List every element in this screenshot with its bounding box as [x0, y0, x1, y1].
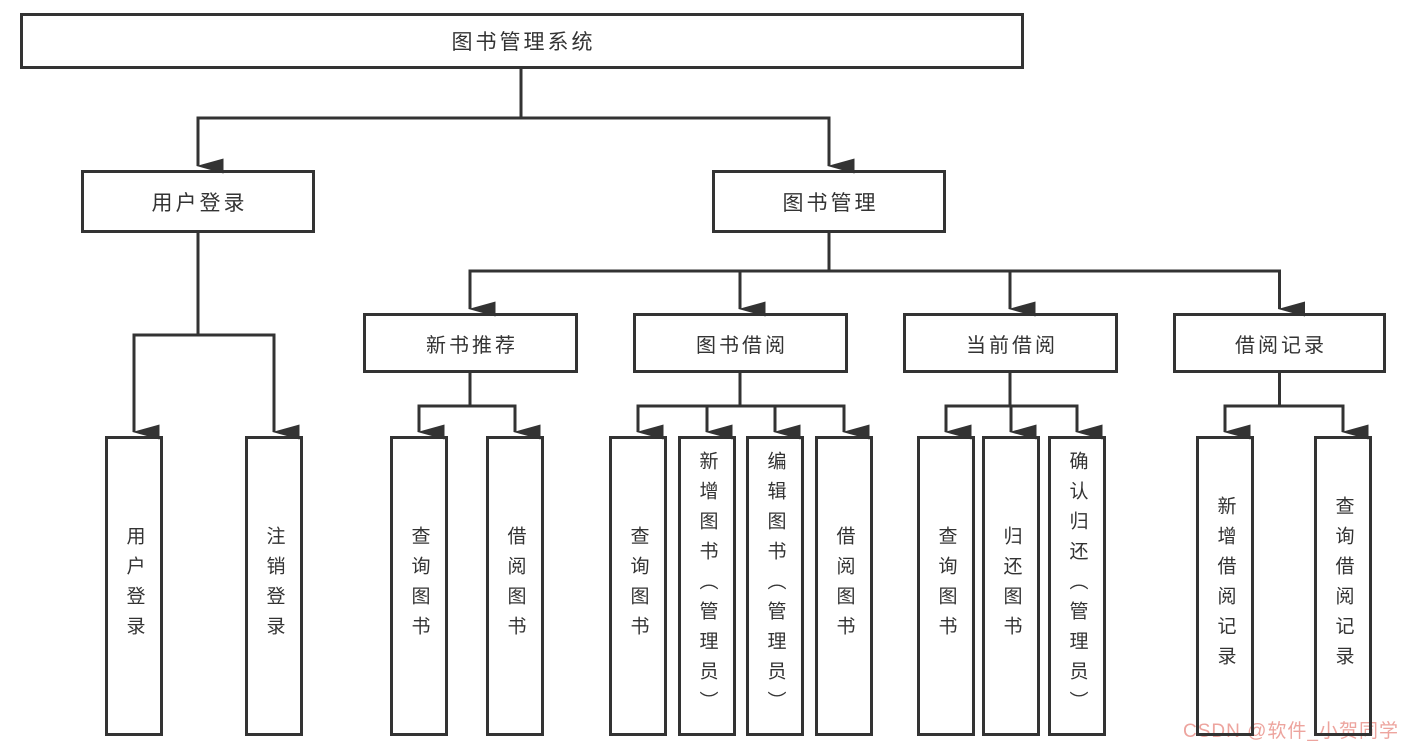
leaf-borrow-books-recommend: 借阅图书 [486, 436, 544, 736]
leaf-query-books-recommend: 查询图书 [390, 436, 448, 736]
leaf-add-borrow-record: 新增借阅记录 [1196, 436, 1254, 736]
watermark: CSDN @软件_小贺同学 [1183, 721, 1399, 742]
node-root: 图书管理系统 [20, 13, 1024, 69]
leaf-user-login: 用户登录 [105, 436, 163, 736]
leaf-query-books-borrowing: 查询图书 [609, 436, 667, 736]
leaf-return-book: 归还图书 [982, 436, 1040, 736]
leaf-confirm-return-admin: 确认归还（管理员） [1048, 436, 1106, 736]
leaf-query-borrow-record: 查询借阅记录 [1314, 436, 1372, 736]
node-new-book-recommend: 新书推荐 [363, 313, 578, 373]
leaf-edit-book-admin: 编辑图书（管理员） [746, 436, 804, 736]
node-book-management: 图书管理 [712, 170, 946, 233]
node-book-borrowing: 图书借阅 [633, 313, 848, 373]
node-user-login: 用户登录 [81, 170, 315, 233]
node-current-borrowing: 当前借阅 [903, 313, 1118, 373]
leaf-add-book-admin: 新增图书（管理员） [678, 436, 736, 736]
node-borrowing-records: 借阅记录 [1173, 313, 1386, 373]
leaf-query-books-current: 查询图书 [917, 436, 975, 736]
leaf-borrow-books-borrowing: 借阅图书 [815, 436, 873, 736]
leaf-logout: 注销登录 [245, 436, 303, 736]
